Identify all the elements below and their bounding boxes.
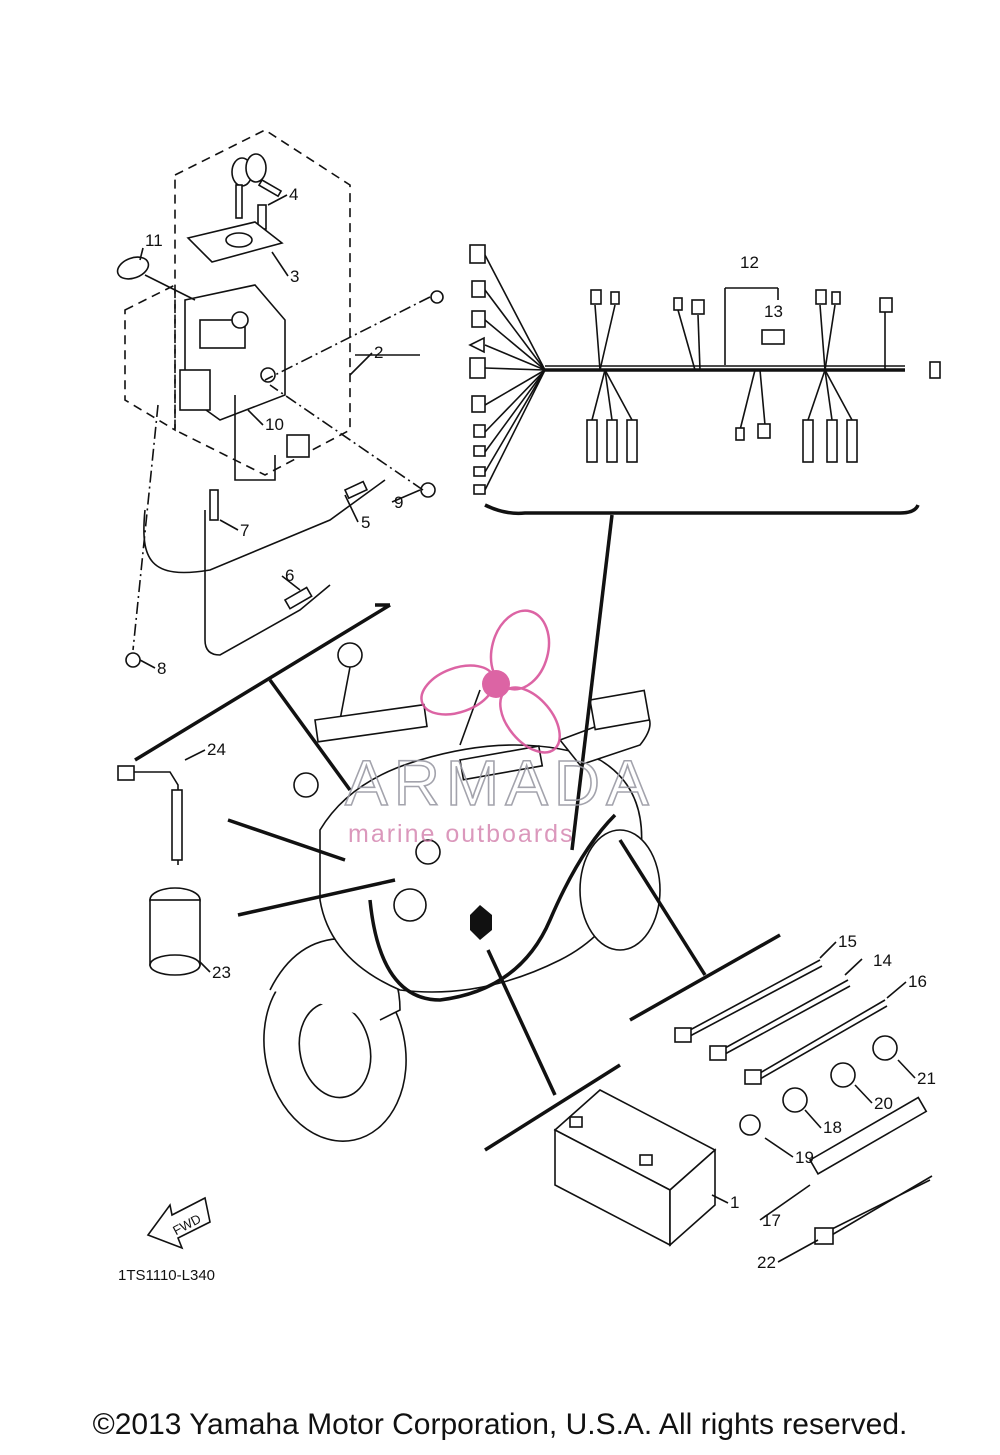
callout-12: 12 bbox=[740, 253, 759, 272]
callout-11: 11 bbox=[145, 231, 163, 250]
callout-5: 5 bbox=[361, 513, 370, 532]
callout-18: 18 bbox=[823, 1118, 842, 1137]
callout-13: 13 bbox=[764, 302, 783, 321]
callout-3: 3 bbox=[290, 267, 299, 286]
callout-21: 21 bbox=[917, 1069, 936, 1088]
callout-22: 22 bbox=[757, 1253, 776, 1272]
propeller-logo-icon bbox=[420, 609, 561, 754]
main-switch-assembly bbox=[116, 129, 444, 668]
callout-labels: 1 2 3 4 5 6 7 8 9 10 11 12 13 14 15 16 1… bbox=[145, 185, 936, 1272]
watermark: ARMADA marine outboards bbox=[344, 609, 655, 848]
relay-and-lead bbox=[117, 765, 201, 976]
watermark-subtitle: marine outboards bbox=[348, 820, 575, 848]
cable-ties-and-clamps bbox=[674, 959, 933, 1245]
battery-icon bbox=[553, 1089, 717, 1247]
section-leaders bbox=[134, 514, 781, 1152]
callout-leaders bbox=[139, 194, 916, 1263]
callout-4: 4 bbox=[289, 185, 298, 204]
key-icon bbox=[231, 153, 283, 219]
callout-6: 6 bbox=[285, 566, 294, 585]
callout-15: 15 bbox=[838, 932, 857, 951]
callout-8: 8 bbox=[157, 659, 166, 678]
wire-harness bbox=[468, 244, 941, 516]
diagram-code: 1TS1110-L340 bbox=[118, 1267, 215, 1284]
callout-20: 20 bbox=[874, 1094, 893, 1113]
callout-24: 24 bbox=[207, 740, 226, 759]
callout-16: 16 bbox=[908, 972, 927, 991]
callout-19: 19 bbox=[795, 1148, 814, 1167]
callout-2: 2 bbox=[374, 343, 383, 362]
callout-14: 14 bbox=[873, 951, 892, 970]
fwd-arrow-icon: FWD bbox=[146, 1196, 211, 1250]
watermark-title: ARMADA bbox=[345, 747, 655, 819]
callout-9: 9 bbox=[394, 493, 403, 512]
copyright-notice: ©2013 Yamaha Motor Corporation, U.S.A. A… bbox=[92, 1408, 908, 1441]
callout-1: 1 bbox=[730, 1193, 739, 1212]
callout-7: 7 bbox=[240, 521, 249, 540]
callout-17: 17 bbox=[762, 1211, 781, 1230]
callout-23: 23 bbox=[212, 963, 231, 982]
callout-10: 10 bbox=[265, 415, 284, 434]
